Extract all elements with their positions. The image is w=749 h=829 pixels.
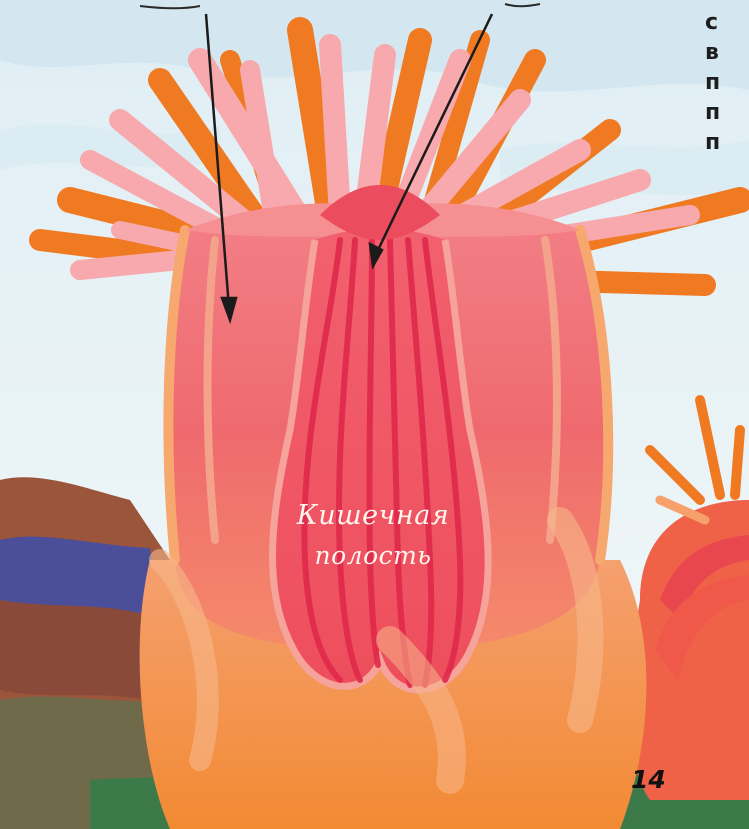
side-text-line: п xyxy=(705,128,720,158)
side-text-line: в xyxy=(705,38,720,68)
side-text-line: п xyxy=(705,68,720,98)
side-text-line: п xyxy=(705,98,720,128)
side-text-line: с xyxy=(705,8,720,38)
side-text-column: с в п п п xyxy=(705,8,720,158)
rock-band xyxy=(0,600,160,700)
cavity-label-line1: Кишечная xyxy=(297,500,449,531)
page-number: 14 xyxy=(631,765,666,794)
cavity-label-line2: полость xyxy=(278,536,468,576)
cavity-label: Кишечная полость xyxy=(278,496,468,576)
